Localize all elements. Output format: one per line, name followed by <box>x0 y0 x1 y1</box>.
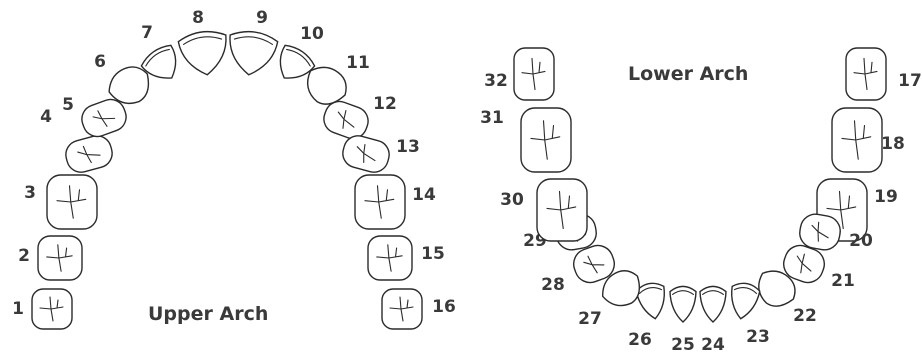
upper-arch-title: Upper Arch <box>148 303 268 325</box>
tooth-number-31: 31 <box>480 108 504 128</box>
tooth-number-21: 21 <box>831 271 855 291</box>
tooth-14[interactable] <box>355 175 405 229</box>
tooth-number-22: 22 <box>793 306 817 326</box>
tooth-15[interactable] <box>368 236 412 280</box>
tooth-24[interactable] <box>700 286 726 322</box>
tooth-number-3: 3 <box>24 183 36 203</box>
tooth-outline <box>340 133 393 176</box>
tooth-1[interactable] <box>32 289 72 329</box>
tooth-number-32: 32 <box>484 71 508 91</box>
tooth-32[interactable] <box>514 48 554 100</box>
tooth-number-17: 17 <box>898 71 922 91</box>
tooth-30[interactable] <box>537 179 587 241</box>
tooth-number-15: 15 <box>421 244 445 264</box>
tooth-16[interactable] <box>382 289 422 329</box>
tooth-number-12: 12 <box>373 94 397 114</box>
tooth-number-1: 1 <box>12 299 24 319</box>
tooth-number-6: 6 <box>94 52 106 72</box>
tooth-number-9: 9 <box>256 8 268 28</box>
tooth-outline <box>700 286 726 322</box>
lower-arch-title: Lower Arch <box>628 63 748 85</box>
tooth-25[interactable] <box>670 286 696 322</box>
tooth-number-7: 7 <box>141 23 153 43</box>
tooth-number-20: 20 <box>849 231 873 251</box>
tooth-number-23: 23 <box>746 327 770 347</box>
tooth-number-26: 26 <box>628 330 652 350</box>
tooth-number-19: 19 <box>874 187 898 207</box>
tooth-number-18: 18 <box>881 134 905 154</box>
tooth-number-10: 10 <box>300 24 324 44</box>
tooth-outline <box>177 29 231 78</box>
tooth-9[interactable] <box>225 29 279 78</box>
tooth-number-25: 25 <box>671 335 695 353</box>
tooth-number-11: 11 <box>346 53 370 73</box>
tooth-number-16: 16 <box>432 297 456 317</box>
tooth-number-24: 24 <box>701 335 725 353</box>
tooth-31[interactable] <box>521 108 571 172</box>
tooth-8[interactable] <box>177 29 231 78</box>
tooth-number-5: 5 <box>62 95 74 115</box>
tooth-number-8: 8 <box>192 8 204 28</box>
tooth-13[interactable] <box>340 133 393 176</box>
tooth-number-28: 28 <box>541 275 565 295</box>
tooth-number-2: 2 <box>18 246 30 266</box>
tooth-outline <box>63 133 116 176</box>
tooth-3[interactable] <box>47 175 97 229</box>
tooth-26[interactable] <box>635 281 669 321</box>
tooth-number-30: 30 <box>500 190 524 210</box>
tooth-23[interactable] <box>727 281 761 321</box>
tooth-17[interactable] <box>846 48 886 100</box>
tooth-number-27: 27 <box>578 309 602 329</box>
tooth-number-4: 4 <box>40 107 52 127</box>
tooth-2[interactable] <box>38 236 82 280</box>
tooth-outline <box>225 29 279 78</box>
tooth-outline <box>670 286 696 322</box>
tooth-4[interactable] <box>63 133 116 176</box>
tooth-18[interactable] <box>832 108 882 172</box>
tooth-number-14: 14 <box>412 185 436 205</box>
tooth-number-13: 13 <box>396 137 420 157</box>
